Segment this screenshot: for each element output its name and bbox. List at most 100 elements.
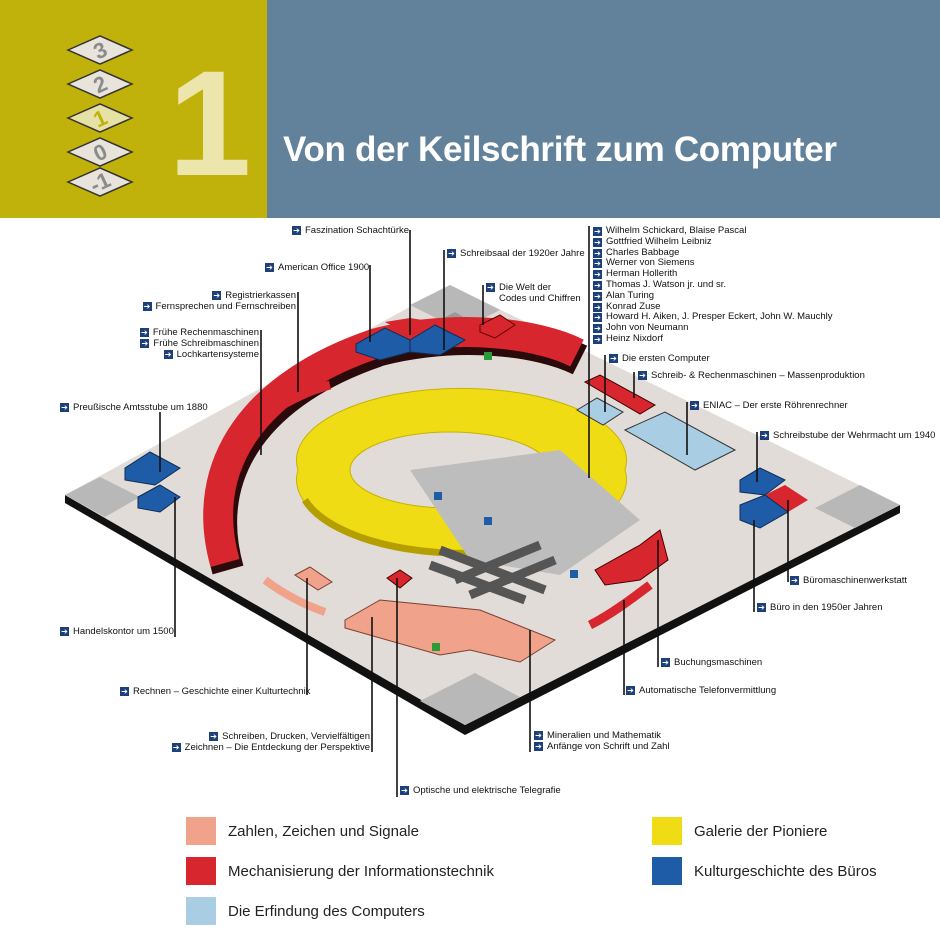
arrow-icon: ➔: [757, 603, 766, 612]
exit-icon: [484, 352, 492, 360]
label-group-schreiben: ➔Schreiben, Drucken, Vervielfältigen ➔Ze…: [171, 731, 370, 753]
label-pioneer[interactable]: ➔Herman Hollerith: [593, 268, 678, 280]
arrow-icon: ➔: [760, 431, 769, 440]
legend-swatch-yellow: [652, 817, 682, 845]
legend-swatch-blue: [652, 857, 682, 885]
floor-levels-logo: 3 2 1 0 -1: [66, 35, 134, 198]
buchungsmaschinen-arrow: [594, 529, 669, 586]
label-pioneer[interactable]: ➔Wilhelm Schickard, Blaise Pascal: [593, 225, 747, 236]
codes-block: [479, 314, 516, 339]
label-pioneer[interactable]: ➔John von Neumann: [593, 322, 689, 334]
label-telefonvermittlung[interactable]: ➔Automatische Telefonvermittlung: [626, 685, 777, 696]
label-group-registrierkassen: ➔Registrierkassen ➔Fernsprechen und Fern…: [142, 290, 296, 312]
massenproduktion-block: [583, 374, 657, 415]
label-pioneer[interactable]: ➔Gottfried Wilhelm Leibniz: [593, 235, 712, 247]
label-massenproduktion[interactable]: ➔Schreib- & Rechenmaschinen – Massenprod…: [638, 370, 865, 381]
arrow-icon: ➔: [292, 226, 301, 235]
arrow-icon: ➔: [60, 403, 69, 412]
label-american-office[interactable]: ➔American Office 1900: [265, 262, 370, 273]
label-fruehe-schreibmaschinen[interactable]: ➔Frühe Schreibmaschinen: [140, 338, 259, 349]
label-pioneer[interactable]: ➔Thomas J. Watson jr. und sr.: [593, 278, 727, 290]
handelskontor-block: [137, 484, 181, 513]
corner-area-right: [815, 485, 900, 528]
arrow-icon: ➔: [638, 371, 647, 380]
arrow-icon: ➔: [140, 339, 150, 348]
label-registrierkassen[interactable]: ➔Registrierkassen: [212, 290, 296, 301]
label-pioneer[interactable]: ➔Heinz Nixdorf: [593, 332, 664, 344]
corner-area-left: [65, 477, 140, 517]
arrow-icon: ➔: [486, 283, 495, 292]
label-group-mineralien: ➔Mineralien und Mathematik ➔Anfänge von …: [534, 730, 670, 752]
label-anfaenge[interactable]: ➔Anfänge von Schrift und Zahl: [534, 741, 670, 752]
telefonvermittlung-arc: [587, 581, 653, 630]
legend-item-zahlen: Zahlen, Zeichen und Signale: [186, 817, 419, 845]
label-telegrafie[interactable]: ➔Optische und elektrische Telegrafie: [400, 785, 561, 796]
label-erste-computer[interactable]: ➔Die ersten Computer: [609, 353, 710, 364]
arrow-icon: ➔: [120, 687, 129, 696]
arrow-icon: ➔: [593, 302, 602, 312]
rechnen-arc: [262, 576, 327, 616]
arrow-icon: ➔: [593, 270, 602, 280]
elevator-icon: [570, 570, 578, 578]
eniac-block: [623, 411, 737, 471]
schreibsaal-block: [409, 324, 467, 356]
label-pioneer[interactable]: ➔Alan Turing: [593, 289, 655, 301]
label-preussische-amtsstube[interactable]: ➔Preußische Amtsstube um 1880: [60, 402, 208, 413]
label-pioneer[interactable]: ➔Konrad Zuse: [593, 300, 661, 312]
label-pioneer[interactable]: ➔Charles Babbage: [593, 246, 680, 258]
floor-plan: [65, 226, 900, 797]
central-atrium: [410, 450, 640, 575]
label-fernsprechen[interactable]: ➔Fernsprechen und Fernschreiben: [142, 301, 296, 312]
red-thin-arc: [262, 380, 332, 419]
arrow-icon: ➔: [534, 731, 543, 740]
telegrafie-block: [386, 569, 413, 589]
arrow-icon: ➔: [661, 658, 670, 667]
arrow-icon: ➔: [790, 576, 799, 585]
legend-swatch-salmon: [186, 817, 216, 845]
header-floor-panel: 3 2 1 0 -1 1: [0, 0, 267, 218]
header-title-panel: [267, 0, 940, 218]
arrow-icon: ➔: [163, 350, 173, 359]
arrow-icon: ➔: [593, 248, 602, 258]
label-zeichnen[interactable]: ➔Zeichnen – Die Entdeckung der Perspekti…: [171, 742, 370, 753]
arrow-icon: ➔: [400, 786, 409, 795]
label-buero-1950[interactable]: ➔Büro in den 1950er Jahren: [757, 602, 883, 613]
arrow-icon: ➔: [593, 334, 602, 344]
arrow-icon: ➔: [447, 249, 456, 258]
arrow-icon: ➔: [534, 742, 543, 751]
buero-1950-block: [739, 494, 789, 529]
label-faszination-schachtuerke[interactable]: ➔Faszination Schachtürke: [292, 225, 410, 236]
label-schreibsaal[interactable]: ➔Schreibsaal der 1920er Jahre: [447, 248, 585, 259]
label-schreiben-drucken[interactable]: ➔Schreiben, Drucken, Vervielfältigen: [209, 731, 370, 742]
arrow-icon: ➔: [593, 280, 602, 290]
label-eniac[interactable]: ➔ENIAC – Der erste Röhrenrechner: [690, 400, 848, 411]
label-pioneer[interactable]: ➔Werner von Siemens: [593, 257, 695, 269]
legend-swatch-red: [186, 857, 216, 885]
arrow-icon: ➔: [209, 732, 219, 741]
arrow-icon: ➔: [609, 354, 618, 363]
label-werkstatt[interactable]: ➔Büromaschinenwerkstatt: [790, 575, 908, 586]
rechnen-block: [294, 566, 333, 591]
label-fruehe-rechenmaschinen[interactable]: ➔Frühe Rechenmaschinen: [139, 327, 259, 338]
label-mineralien[interactable]: ➔Mineralien und Mathematik: [534, 730, 662, 741]
label-buchungsmaschinen[interactable]: ➔Buchungsmaschinen: [661, 657, 763, 668]
red-arc-hook: [545, 330, 580, 355]
arrow-icon: ➔: [212, 291, 222, 300]
label-pioneer[interactable]: ➔Howard H. Aiken, J. Presper Eckert, Joh…: [593, 311, 833, 323]
elevator-icon: [434, 492, 442, 500]
floor-number: 1: [168, 39, 252, 207]
legend-item-computer: Die Erfindung des Computers: [186, 897, 425, 925]
label-wehrmacht[interactable]: ➔Schreibstube der Wehrmacht um 1940: [760, 430, 936, 441]
arrow-icon: ➔: [593, 313, 602, 323]
arrow-icon: ➔: [265, 263, 274, 272]
label-handelskontor[interactable]: ➔Handelskontor um 1500: [60, 626, 174, 637]
arrow-icon: ➔: [626, 686, 635, 695]
label-rechnen[interactable]: ➔Rechnen – Geschichte einer Kulturtechni…: [120, 686, 311, 697]
arrow-icon: ➔: [690, 401, 699, 410]
legend-item-mechanisierung: Mechanisierung der Informationstechnik: [186, 857, 494, 885]
preussische-amtsstube-block: [124, 451, 181, 486]
arrow-icon: ➔: [593, 324, 602, 334]
label-lochkartensysteme[interactable]: ➔Lochkartensysteme: [163, 349, 259, 360]
werkstatt-block: [765, 485, 808, 512]
